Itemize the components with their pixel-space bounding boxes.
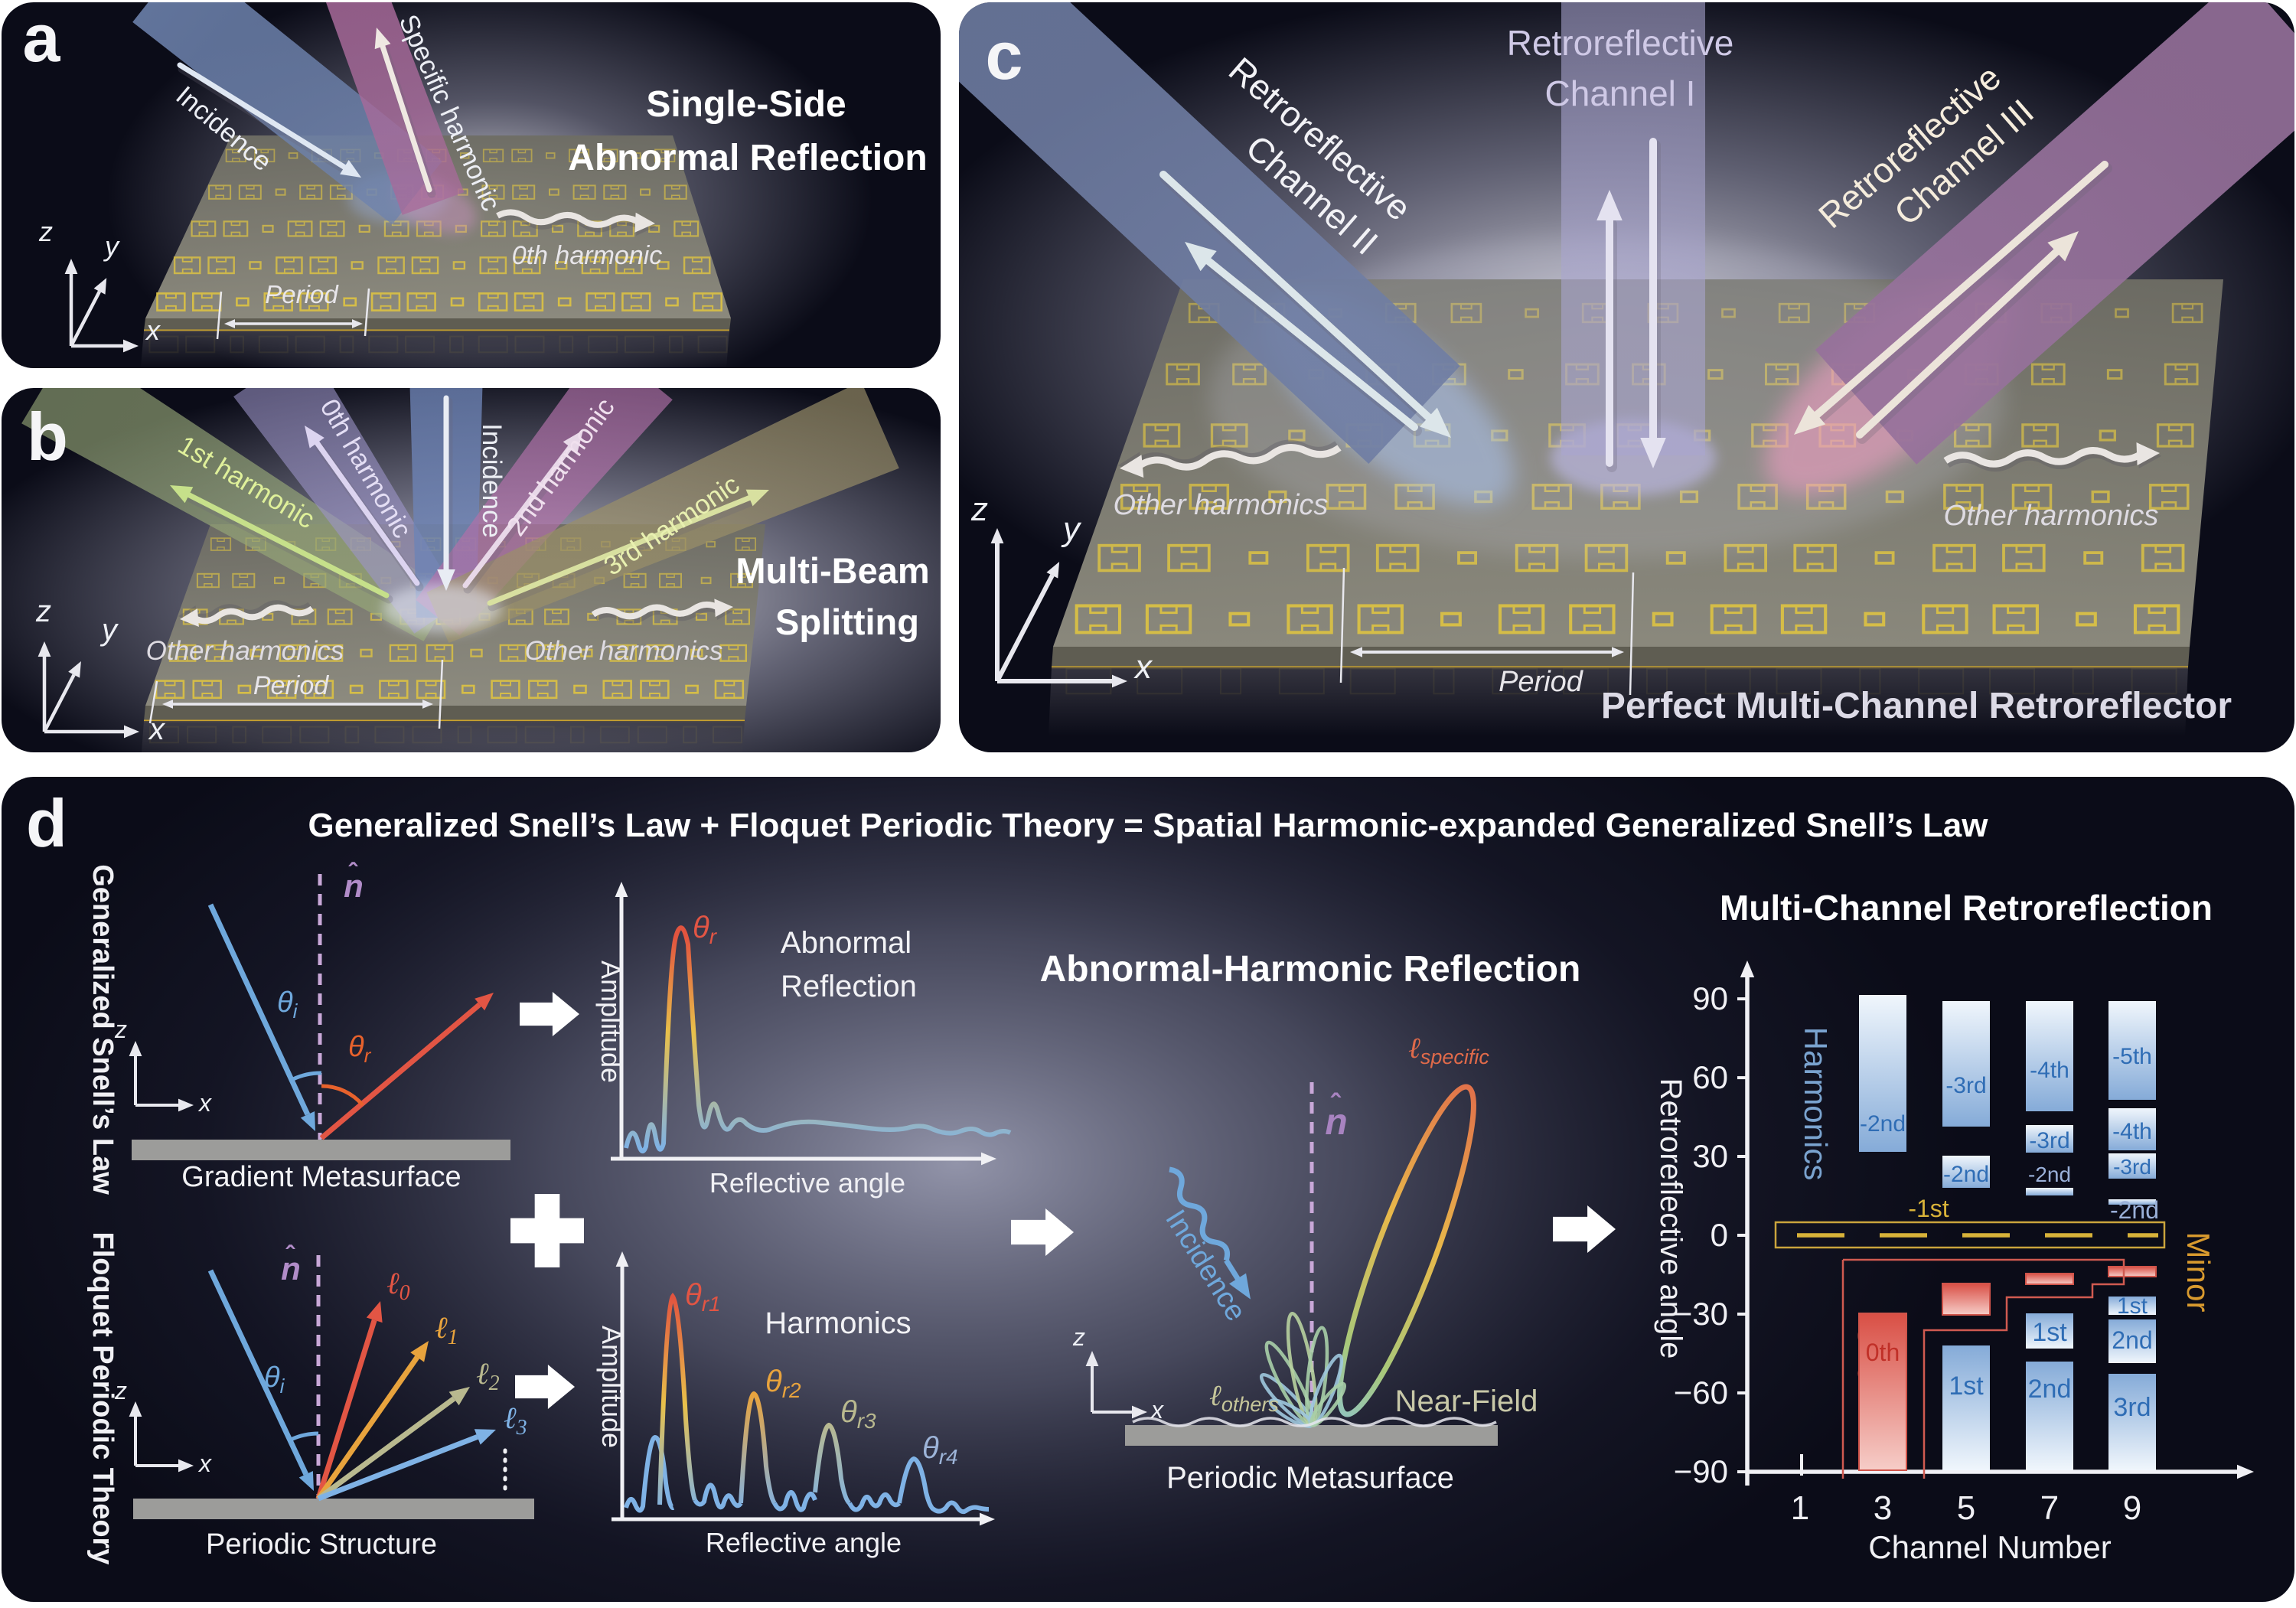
svg-text:−90: −90 bbox=[1674, 1453, 1728, 1489]
svg-text:n: n bbox=[281, 1251, 301, 1287]
svg-text:Harmonics: Harmonics bbox=[765, 1306, 911, 1340]
svg-text:7: 7 bbox=[2040, 1489, 2059, 1527]
svg-text:Retroreflective angle: Retroreflective angle bbox=[1654, 1078, 1688, 1359]
svg-text:Minor: Minor bbox=[2180, 1231, 2216, 1312]
svg-text:3: 3 bbox=[1874, 1489, 1892, 1527]
svg-text:Amplitude: Amplitude bbox=[595, 961, 627, 1083]
svg-text:9: 9 bbox=[2123, 1489, 2141, 1527]
svg-text:c: c bbox=[986, 18, 1023, 93]
svg-text:z: z bbox=[114, 1016, 127, 1043]
svg-text:n: n bbox=[344, 868, 364, 904]
svg-text:a: a bbox=[23, 0, 61, 76]
svg-text:Abnormal-Harmonic Reflection: Abnormal-Harmonic Reflection bbox=[1040, 949, 1581, 990]
svg-text:ˆ: ˆ bbox=[1331, 1089, 1342, 1121]
svg-text:Reflective angle: Reflective angle bbox=[706, 1527, 902, 1558]
svg-text:Floquet Periodic Theory: Floquet Periodic Theory bbox=[86, 1232, 119, 1565]
svg-text:-3rd: -3rd bbox=[2113, 1155, 2151, 1179]
svg-text:Harmonics: Harmonics bbox=[1798, 1027, 1834, 1181]
svg-text:x: x bbox=[148, 713, 166, 746]
svg-text:x: x bbox=[1133, 648, 1153, 686]
svg-text:Amplitude: Amplitude bbox=[596, 1326, 628, 1448]
svg-text:Near-Field: Near-Field bbox=[1395, 1385, 1538, 1418]
svg-text:Gradient Metasurface: Gradient Metasurface bbox=[181, 1161, 461, 1193]
svg-text:90: 90 bbox=[1692, 980, 1728, 1016]
svg-text:Other harmonics: Other harmonics bbox=[146, 636, 344, 666]
svg-text:Reflective angle: Reflective angle bbox=[709, 1167, 905, 1199]
svg-text:1: 1 bbox=[1791, 1489, 1809, 1527]
svg-text:z: z bbox=[35, 595, 51, 628]
svg-text:Channel I: Channel I bbox=[1545, 73, 1696, 113]
svg-text:Abnormal: Abnormal bbox=[781, 926, 912, 960]
svg-text:ℓ2: ℓ2 bbox=[476, 1356, 500, 1395]
svg-text:Period: Period bbox=[265, 280, 339, 308]
svg-text:z: z bbox=[114, 1377, 127, 1404]
svg-text:1st: 1st bbox=[2032, 1318, 2067, 1347]
svg-text:1st: 1st bbox=[2117, 1293, 2148, 1319]
svg-text:d: d bbox=[26, 785, 67, 861]
svg-text:z: z bbox=[38, 216, 53, 247]
svg-text:y: y bbox=[103, 230, 120, 262]
svg-text:x: x bbox=[145, 315, 161, 346]
svg-text:ℓspecific: ℓspecific bbox=[1408, 1032, 1489, 1068]
svg-text:0th: 0th bbox=[1866, 1339, 1900, 1366]
svg-text:Channel Number: Channel Number bbox=[1868, 1529, 2112, 1565]
svg-text:x: x bbox=[1150, 1396, 1164, 1424]
svg-text:Period: Period bbox=[253, 671, 329, 700]
svg-text:ˆ: ˆ bbox=[348, 859, 358, 888]
svg-text:x: x bbox=[197, 1450, 212, 1477]
svg-text:Other harmonics: Other harmonics bbox=[1114, 489, 1329, 521]
svg-text:5: 5 bbox=[1957, 1489, 1975, 1527]
svg-text:-1st: -1st bbox=[1908, 1195, 1949, 1222]
svg-text:2nd: 2nd bbox=[2112, 1326, 2152, 1354]
svg-text:-4th: -4th bbox=[2112, 1119, 2152, 1144]
svg-text:30: 30 bbox=[1692, 1138, 1728, 1174]
svg-text:Multi-Beam: Multi-Beam bbox=[735, 550, 929, 591]
svg-text:Generalized Snell’s Law: Generalized Snell’s Law bbox=[86, 864, 119, 1195]
svg-text:-2nd: -2nd bbox=[1943, 1162, 1989, 1187]
svg-text:Other harmonics: Other harmonics bbox=[525, 636, 723, 666]
svg-text:Generalized Snell’s Law + Floq: Generalized Snell’s Law + Floquet Period… bbox=[308, 807, 1989, 844]
svg-text:0: 0 bbox=[1711, 1217, 1728, 1253]
svg-text:ˆ: ˆ bbox=[285, 1241, 295, 1270]
svg-text:z: z bbox=[1072, 1323, 1085, 1351]
svg-text:b: b bbox=[27, 399, 68, 475]
svg-text:-2nd: -2nd bbox=[1860, 1111, 1906, 1137]
svg-text:Perfect Multi-Channel Retroref: Perfect Multi-Channel Retroreflector bbox=[1601, 686, 2232, 726]
svg-text:y: y bbox=[99, 613, 119, 647]
svg-text:Incidence: Incidence bbox=[477, 423, 507, 538]
svg-text:-2nd: -2nd bbox=[2028, 1163, 2071, 1186]
svg-text:Periodic Metasurface: Periodic Metasurface bbox=[1166, 1461, 1454, 1495]
svg-text:Other harmonics: Other harmonics bbox=[1944, 500, 2159, 532]
svg-text:1st: 1st bbox=[1949, 1372, 1984, 1401]
svg-text:2nd: 2nd bbox=[2028, 1375, 2072, 1404]
svg-text:Abnormal Reflection: Abnormal Reflection bbox=[568, 138, 927, 178]
svg-text:-3rd: -3rd bbox=[2029, 1128, 2069, 1153]
svg-text:Periodic Structure: Periodic Structure bbox=[206, 1528, 437, 1561]
svg-text:-5th: -5th bbox=[2112, 1044, 2152, 1069]
svg-text:Single-Side: Single-Side bbox=[646, 84, 846, 125]
svg-text:y: y bbox=[1061, 510, 1082, 548]
svg-text:Reflection: Reflection bbox=[781, 970, 917, 1003]
svg-text:x: x bbox=[197, 1089, 212, 1117]
svg-text:−60: −60 bbox=[1674, 1375, 1728, 1411]
svg-text:−30: −30 bbox=[1674, 1296, 1728, 1332]
svg-text:-4th: -4th bbox=[2030, 1058, 2069, 1083]
svg-text:-2nd: -2nd bbox=[2110, 1196, 2159, 1224]
svg-text:Retroreflective: Retroreflective bbox=[1507, 23, 1734, 63]
svg-text:-3rd: -3rd bbox=[1945, 1073, 1986, 1098]
svg-text:3rd: 3rd bbox=[2113, 1393, 2151, 1422]
svg-text:n: n bbox=[1325, 1102, 1347, 1143]
svg-text:60: 60 bbox=[1692, 1059, 1728, 1095]
svg-text:Multi-Channel Retroreflection: Multi-Channel Retroreflection bbox=[1720, 888, 2213, 928]
svg-text:Splitting: Splitting bbox=[775, 602, 919, 642]
svg-text:z: z bbox=[970, 491, 988, 528]
svg-text:0th harmonic: 0th harmonic bbox=[512, 241, 663, 270]
svg-text:Period: Period bbox=[1499, 666, 1584, 698]
